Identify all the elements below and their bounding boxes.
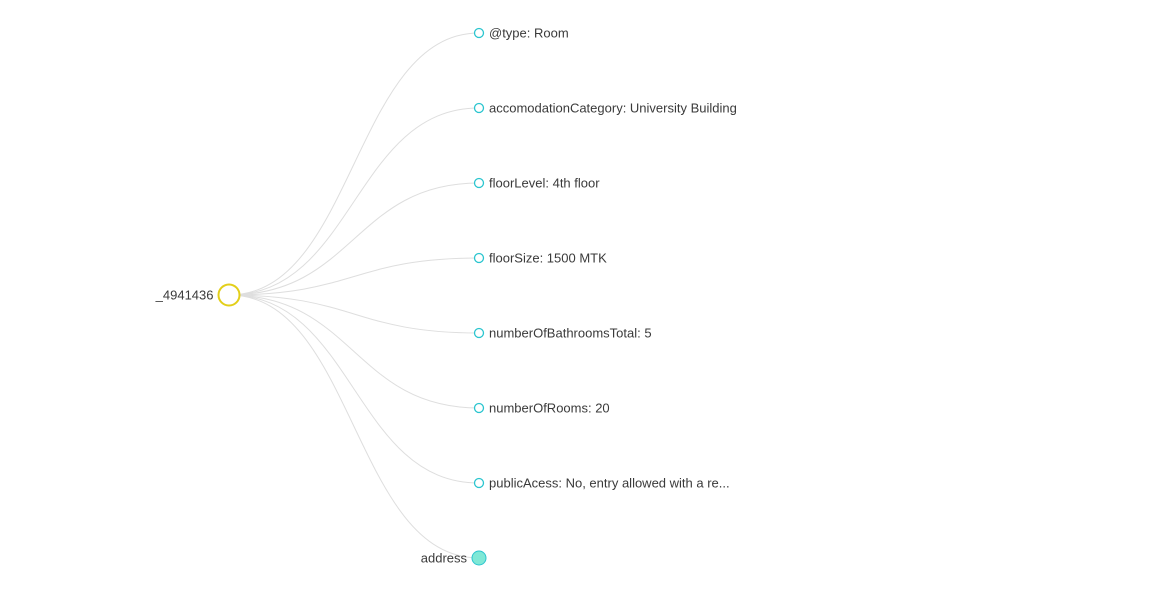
tree-nodes: _4941436 @type: Room accomodationCategory:… (155, 26, 737, 566)
root-node-label: _4941436 (155, 288, 214, 303)
leaf-node-circle[interactable] (473, 27, 485, 39)
tree-node-numberofbathroomstotal[interactable]: numberOfBathroomsTotal: 5 (473, 326, 652, 341)
tree-node-label: publicAcess: No, entry allowed with a re… (489, 476, 730, 491)
tree-node-label: @type: Room (489, 26, 569, 41)
tree-link (228, 294, 480, 559)
tree-link (228, 294, 480, 334)
leaf-node-circle[interactable] (473, 477, 485, 489)
root-node[interactable]: _4941436 (155, 283, 241, 307)
leaf-node-circle[interactable] (473, 252, 485, 264)
tree-node-floorlevel[interactable]: floorLevel: 4th floor (473, 176, 601, 191)
tree-node-numberofrooms[interactable]: numberOfRooms: 20 (473, 401, 610, 416)
leaf-node-circle[interactable] (473, 327, 485, 339)
tree-node-label: numberOfRooms: 20 (489, 401, 610, 416)
tree-node-floorsize[interactable]: floorSize: 1500 MTK (473, 251, 608, 266)
root-node-circle[interactable] (217, 283, 241, 307)
tree-node-label: accomodationCategory: University Buildin… (489, 101, 737, 116)
tree-node-label: address (421, 551, 468, 566)
tree-node-type[interactable]: @type: Room (473, 26, 569, 41)
tree-node-publicacess[interactable]: publicAcess: No, entry allowed with a re… (473, 476, 730, 491)
tree-link (228, 294, 480, 409)
tree-link (228, 32, 480, 296)
tree-node-label: floorLevel: 4th floor (489, 176, 600, 191)
leaf-node-circle[interactable] (473, 102, 485, 114)
leaf-node-circle[interactable] (473, 177, 485, 189)
tree-node-label: numberOfBathroomsTotal: 5 (489, 326, 652, 341)
tree-node-label: floorSize: 1500 MTK (489, 251, 607, 266)
collapsed-node-circle[interactable] (471, 550, 487, 566)
tree-links (228, 32, 480, 559)
tree-link (228, 294, 480, 484)
tree-link (228, 107, 480, 296)
tree-link (228, 257, 480, 296)
leaf-node-circle[interactable] (473, 402, 485, 414)
tree-node-accomodationcategory[interactable]: accomodationCategory: University Buildin… (473, 101, 737, 116)
tree-node-address[interactable]: address (421, 550, 487, 566)
tree-link (228, 182, 480, 296)
